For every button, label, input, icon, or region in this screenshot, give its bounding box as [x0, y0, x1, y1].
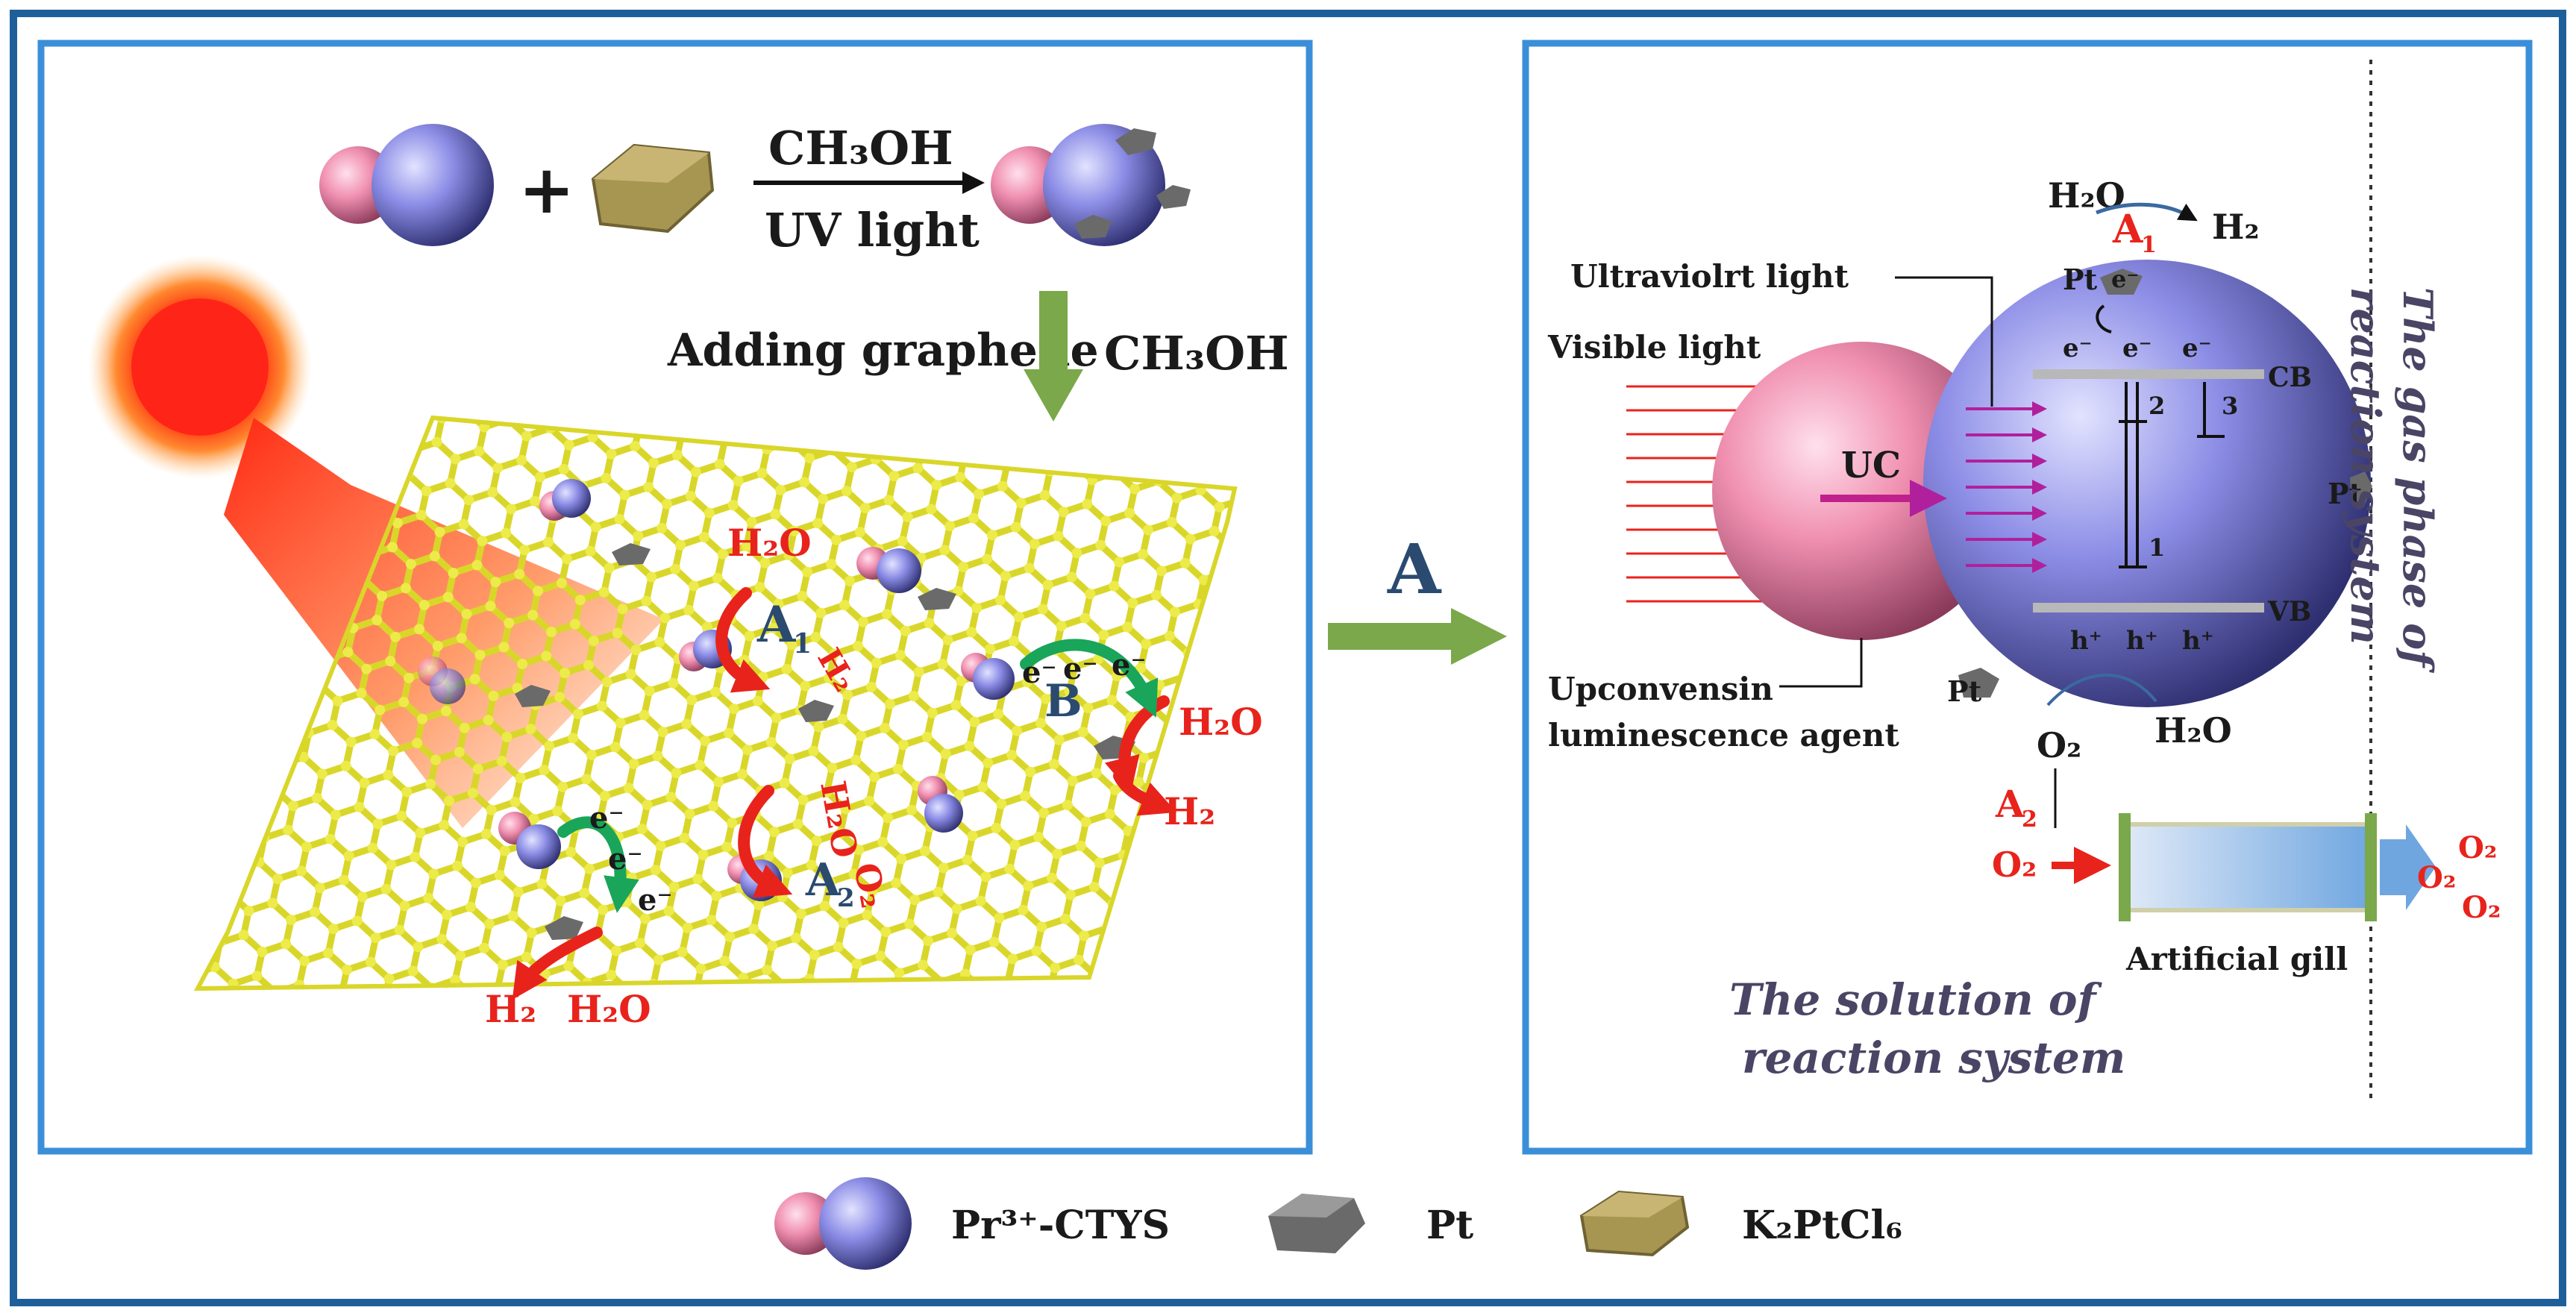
sheet-electrons-b: e⁻: [1022, 655, 1057, 690]
gas-phase-title: The gas phase of reaction system: [2342, 287, 2442, 673]
sheet-h2-bottom: H₂: [485, 987, 536, 1031]
solution-title-1: The solution of: [1729, 974, 2103, 1025]
k2ptcl6-particle: [591, 143, 715, 234]
sheet-a2-sub: 2: [837, 883, 855, 913]
right-h2o-bottom: H₂O: [2154, 710, 2232, 751]
sheet-electrons-lower3: e⁻: [638, 883, 673, 918]
plus-sign: +: [518, 150, 574, 229]
middle-arrow-label: A: [1387, 529, 1442, 610]
middle-arrow: [1328, 608, 1507, 665]
legend-k2ptcl6-label: K₂PtCl₆: [1742, 1203, 1902, 1248]
cb-label: CB: [2268, 362, 2312, 393]
sheet-electrons-b3: e⁻: [1112, 648, 1147, 683]
sheet-a2: A: [805, 854, 842, 906]
vb-label: VB: [2267, 596, 2311, 627]
reagent-ch3oh-top: CH₃OH: [768, 121, 953, 175]
reaction-arrows-sheet: [512, 587, 1177, 1000]
visible-light-label: Visible light: [1547, 329, 1761, 366]
pt-particle-right: [2350, 471, 2372, 507]
uc-label: UC: [1841, 445, 1901, 486]
ultraviolet-leader: [1895, 276, 1993, 407]
sheet-a1-sub: 1: [793, 628, 812, 659]
artificial-gill: [2119, 813, 2436, 921]
right-a2: A: [1995, 782, 2025, 826]
energy-levels: [2119, 382, 2225, 568]
vb-curve: [2046, 674, 2157, 706]
artificial-gill-label: Artificial gill: [2125, 941, 2348, 977]
down-arrow: [1024, 291, 1083, 422]
ultraviolet-rays: [1966, 401, 2047, 573]
step2-ch3oh: CH₃OH: [1104, 326, 1289, 380]
adding-graphene-label: Adding graphene: [667, 325, 1099, 377]
sheet-electrons-lower2: e⁻: [608, 842, 643, 877]
level-1: 1: [2149, 533, 2165, 562]
right-o2: O₂: [2037, 725, 2081, 765]
right-a2-sub: 2: [2022, 806, 2037, 833]
pt-particle-top: [2100, 269, 2143, 295]
right-o2-red: O₂: [1992, 845, 2037, 885]
vb-hole-3: h⁺: [2182, 626, 2214, 656]
legend-k2ptcl6-icon: [1579, 1190, 1690, 1257]
vb-bar: [2033, 603, 2264, 612]
sheet-o2-center: O₂: [846, 860, 894, 912]
right-a1-sub: 1: [2141, 232, 2157, 258]
right-e-top: e⁻: [2111, 265, 2139, 293]
sheet-a1: A: [756, 595, 796, 654]
upconversion-label-2: luminescence agent: [1548, 717, 1899, 753]
gas-o2-2: O₂: [2417, 860, 2456, 895]
a1-curve: [2096, 202, 2198, 222]
right-pt-top: Pt: [2063, 263, 2098, 296]
right-h2-top: H₂: [2212, 207, 2260, 247]
solution-title-2: reaction system: [1742, 1033, 2125, 1083]
legend-pr-ctys-icon: [774, 1177, 912, 1270]
graphene-sheet: [193, 415, 1238, 991]
cb-electron-1: e⁻: [2063, 333, 2093, 363]
pt-electron-curve: [2096, 304, 2112, 333]
reagent-uv-light: UV light: [765, 203, 980, 257]
right-pt-bottom: Pt: [1947, 674, 1982, 708]
ultraviolet-label: Ultraviolrt light: [1570, 258, 1849, 295]
sheet-h2o-top: H₂O: [727, 521, 812, 565]
cb-electron-2: e⁻: [2122, 333, 2152, 363]
product-particle: [991, 124, 1191, 246]
reactant-particle: [319, 124, 494, 246]
sheet-h2o-bottom: H₂O: [567, 987, 651, 1031]
cb-bar: [2033, 369, 2264, 379]
sheet-electrons-lower: e⁻: [589, 800, 624, 836]
gas-o2-3: O₂: [2462, 890, 2501, 925]
gas-o2-1: O₂: [2458, 830, 2497, 865]
vb-hole-2: h⁺: [2126, 626, 2158, 656]
legend-pt-label: Pt: [1426, 1203, 1473, 1248]
cb-electron-3: e⁻: [2182, 333, 2212, 363]
level-2: 2: [2149, 392, 2165, 420]
level-3: 3: [2222, 392, 2238, 420]
legend-pr-ctys-label: Pr³⁺-CTYS: [951, 1203, 1170, 1248]
vb-hole-1: h⁺: [2070, 626, 2102, 656]
sheet-b: B: [1044, 675, 1082, 727]
sheet-electrons-b2: e⁻: [1063, 651, 1098, 686]
svg-text:The gas phase of: The gas phase of: [2394, 287, 2442, 673]
right-pt-right: Pt: [2328, 477, 2363, 510]
legend-pt-icon: [1268, 1194, 1365, 1253]
legend: Pr³⁺-CTYS Pt K₂PtCl₆: [774, 1177, 1902, 1270]
sheet-h2o-right: H₂O: [1179, 700, 1263, 744]
pt-particle-bottom: [1958, 668, 1999, 698]
svg-text:reaction system: reaction system: [2342, 287, 2389, 645]
right-a1: A: [2112, 207, 2143, 252]
upconversion-leader: [1779, 638, 1863, 688]
upconversion-label-1: Upconvensin: [1548, 671, 1773, 707]
sheet-h2-right: H₂: [1164, 789, 1215, 833]
